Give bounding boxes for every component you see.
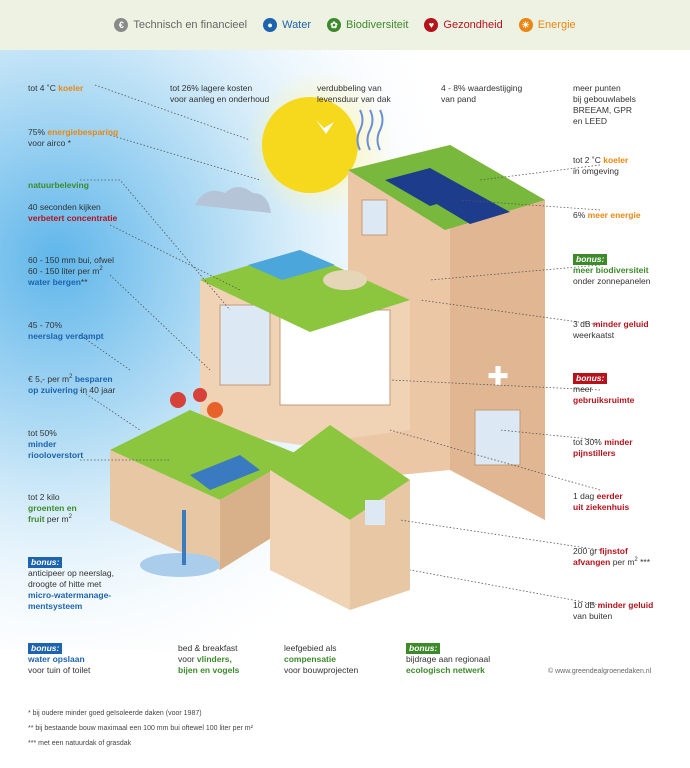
label-roof-lifespan: verdubbeling van levensduur van dak [317,83,391,104]
legend-item-financial: € Technisch en financieel [114,18,247,32]
footnote-3: *** met een natuurdak of grasdak [28,740,132,747]
label-fine-dust: 200 gr fijnstof afvangen per m2 *** [573,546,651,567]
bonus-badge: bonus: [573,254,608,265]
label-energy-saving: 75% energiebesparing voor airco * [28,127,119,148]
legend-item-health: ♥ Gezondheid [424,18,503,32]
credit-text: © www.greendealgroenedaken.nl [548,668,652,675]
bird-icon [316,120,334,134]
heart-icon: ♥ [424,18,439,32]
legend-label-energy: Energie [537,19,576,31]
label-water-storage: 60 - 150 mm bui, ofwel 60 - 150 liter pe… [28,255,114,287]
legend-bar: € Technisch en financieel ● Water ✿ Biod… [0,0,690,50]
label-noise-reflected: 3 dB minder geluid weerkaatst [573,319,649,340]
footnote-2: ** bij bestaande bouw maximaal een 100 m… [28,725,253,732]
water-drop-icon: ● [263,18,278,32]
label-biodiversity-solar: bonus: meer biodiversiteit onder zonnepa… [573,254,651,286]
sun-icon: ☀ [518,18,533,32]
label-lower-costs: tot 26% lagere kosten voor aanleg en ond… [170,83,270,104]
label-cooler-4c: tot 4 ˚C koeler [28,83,84,93]
leaf-icon: ✿ [327,18,342,32]
bonus-badge: bonus: [573,373,608,384]
legend-label-financial: Technisch en financieel [133,19,248,31]
label-purification-saving: € 5,- per m2 besparen op zuivering in 40… [28,374,116,395]
label-compensation: leefgebied als compensatie voor bouwproj… [284,643,359,675]
bonus-badge: bonus: [406,643,441,654]
legend-item-water: ● Water [263,18,311,32]
building-illustration: ✚ [0,50,601,650]
leader-lines [79,84,601,606]
euro-icon: € [114,18,129,32]
legend-label-biodiversity: Biodiversiteit [346,19,409,31]
bonus-badge: bonus: [28,643,63,654]
legend-label-health: Gezondheid [443,19,503,31]
label-nature-experience: natuurbeleving [28,180,89,190]
label-noise-outside: 10 dB minder geluid van buiten [573,600,654,621]
label-property-value: 4 - 8% waardestijging van pand [441,83,523,104]
bonus-badge: bonus: [28,557,63,568]
legend-label-water: Water [282,19,312,31]
legend-item-biodiversity: ✿ Biodiversiteit [327,18,408,32]
legend-item-energy: ☀ Energie [518,18,576,32]
label-cooler-2c: tot 2 ˚C koeler in omgeving [573,155,629,176]
small-house [270,425,410,610]
label-sewer-overflow: tot 50% minder riooloverstort [28,428,84,460]
middle-building [200,250,410,445]
sun [262,97,358,193]
label-building-labels: meer punten bij gebouwlabels BREEAM, GPR… [573,83,636,126]
footnote-1: * bij oudere minder goed geïsoleerde dak… [28,710,202,717]
svg-text:✚: ✚ [487,361,509,391]
cloud [195,187,271,213]
label-painkillers: tot 30% minder pijnstillers [573,437,633,458]
label-hospital: 1 dag eerder uit ziekenhuis [573,491,630,512]
label-evaporation: 45 - 70% neerslag verdampt [28,320,104,341]
label-more-energy: 6% meer energie [573,210,641,220]
label-ecological-network: bonus: bijdrage aan regionaal ecologisch… [406,643,491,675]
label-concentration: 40 seconden kijken verbetert concentrati… [28,202,118,223]
label-usable-space: bonus: meer gebruiksruimte [573,373,635,405]
label-bed-breakfast: bed & breakfast voor vlinders, bijen en … [178,643,240,675]
label-vegetables: tot 2 kilo groenten en fruit per m2 [28,492,77,524]
label-water-management: bonus: anticipeer op neerslag, droogte o… [28,557,115,611]
label-water-store: bonus: water opslaan voor tuin of toilet [28,643,91,675]
